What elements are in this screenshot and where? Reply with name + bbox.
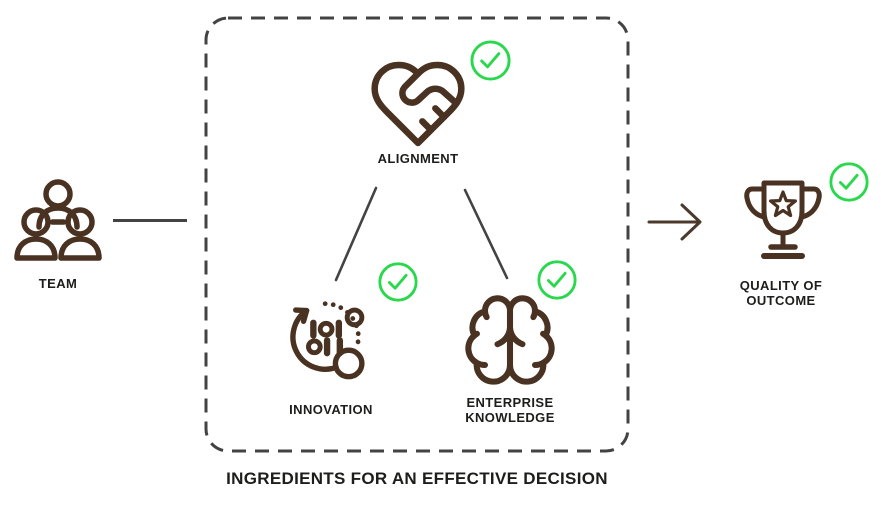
enterprise-knowledge-check-circle-icon (537, 260, 577, 300)
alignment-knowledge-line (463, 188, 509, 280)
enterprise-knowledge-label: ENTERPRISE KNOWLEDGE (465, 395, 555, 425)
ingredients-box-caption: INGREDIENTS FOR AN EFFECTIVE DECISION (226, 469, 608, 488)
innovation-check-circle-icon (378, 262, 418, 302)
outcome-label: QUALITY OF OUTCOME (739, 278, 823, 308)
team-to-box-line (113, 219, 187, 222)
outcome-trophy-icon (744, 180, 822, 259)
ingredients-box-border (204, 16, 630, 453)
alignment-heart-handshake-icon (371, 61, 465, 147)
alignment-check-circle-icon (470, 40, 511, 81)
innovation-process-binary-icon (290, 301, 365, 380)
outcome-check-circle-icon (829, 162, 869, 202)
innovation-label: INNOVATION (289, 402, 373, 417)
box-to-outcome-arrow (647, 203, 702, 241)
team-people-icon (14, 179, 102, 261)
team-label: TEAM (38, 276, 78, 291)
enterprise-knowledge-brain-icon (465, 295, 555, 385)
alignment-innovation-line (334, 186, 378, 282)
alignment-label: ALIGNMENT (377, 151, 459, 166)
